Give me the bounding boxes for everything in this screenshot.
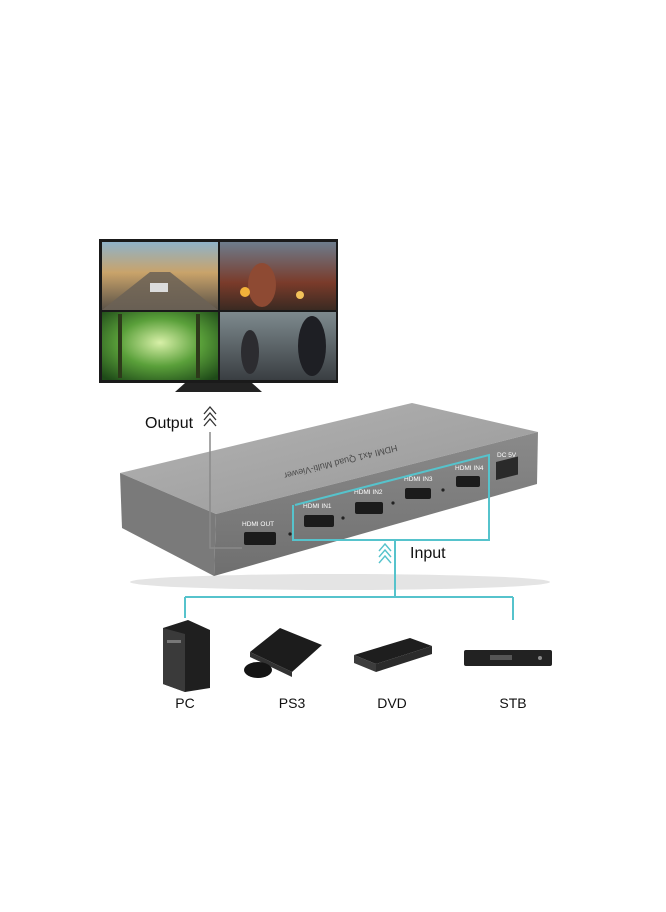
fighter-fire-shape-2: [296, 291, 304, 299]
tv-stand: [175, 383, 262, 392]
port-led-3: [391, 501, 395, 505]
input-label: Input: [410, 545, 446, 562]
output-chevron-icon: [203, 406, 217, 427]
hdmi-out-port[interactable]: HDMI OUT: [242, 521, 276, 545]
hdmi-in3-connector: [405, 488, 431, 499]
forest-tree-2: [196, 314, 200, 378]
source-label-ps3: PS3: [279, 695, 306, 711]
racing-car-shape: [150, 283, 168, 292]
people-figure-1: [241, 330, 259, 374]
hdmi-in1-port[interactable]: HDMI IN1: [303, 503, 334, 527]
source-label-stb: STB: [499, 695, 526, 711]
hdmi-in2-label: HDMI IN2: [354, 489, 383, 496]
input-chevron-icon: [378, 542, 392, 564]
game-console-icon: [250, 628, 322, 672]
input-ports-highlight: [292, 453, 490, 541]
pc-drive-bay: [167, 640, 181, 643]
hdmi-in2-connector: [355, 502, 383, 514]
dvd-player-side: [376, 646, 432, 672]
device-left-side: [120, 473, 216, 576]
hdmi-in2-port[interactable]: HDMI IN2: [354, 489, 383, 514]
controller-shape: [244, 662, 272, 678]
hdmi-out-label: HDMI OUT: [242, 521, 274, 528]
hdmi-in1-label: HDMI IN1: [303, 503, 332, 510]
output-connection: Output: [145, 406, 242, 549]
port-led-1: [288, 532, 292, 536]
source-dvd: DVD: [354, 638, 432, 711]
source-ps3: PS3: [244, 628, 322, 711]
source-label-pc: PC: [175, 695, 194, 711]
stb-button: [538, 656, 542, 660]
forest-tree-1: [118, 314, 122, 378]
hdmi-in4-port[interactable]: HDMI IN4: [455, 465, 484, 487]
dc-port-label: DC 5V: [497, 452, 517, 459]
people-figure-2: [298, 316, 326, 376]
hdmi-in1-connector: [304, 515, 334, 527]
input-connection-tree: Input: [184, 540, 514, 620]
tv-monitor: [99, 239, 338, 392]
device-top-face: [120, 403, 538, 514]
stb-display: [490, 655, 512, 660]
screen-quad-fighter: [220, 242, 336, 310]
source-pc: PC: [163, 620, 210, 711]
hdmi-in3-label: HDMI IN3: [404, 476, 433, 483]
fighter-fire-shape: [240, 287, 250, 297]
hdmi-in3-port[interactable]: HDMI IN3: [404, 476, 433, 499]
hdmi-in4-label: HDMI IN4: [455, 465, 484, 472]
console-front: [250, 652, 292, 677]
dvd-player-front: [354, 655, 376, 672]
pc-tower-front: [163, 628, 185, 692]
port-led-2: [341, 516, 345, 520]
device-shadow: [130, 574, 550, 590]
hdmi-in4-connector: [456, 476, 480, 487]
output-label: Output: [145, 415, 194, 432]
dvd-player-icon: [354, 638, 432, 664]
source-stb: STB: [464, 650, 552, 711]
port-led-4: [441, 488, 445, 492]
hdmi-out-connector: [244, 532, 276, 545]
dc-power-port[interactable]: [496, 456, 518, 480]
fighter-figure-shape: [248, 263, 276, 307]
output-line: [209, 432, 242, 549]
source-label-dvd: DVD: [377, 695, 407, 711]
